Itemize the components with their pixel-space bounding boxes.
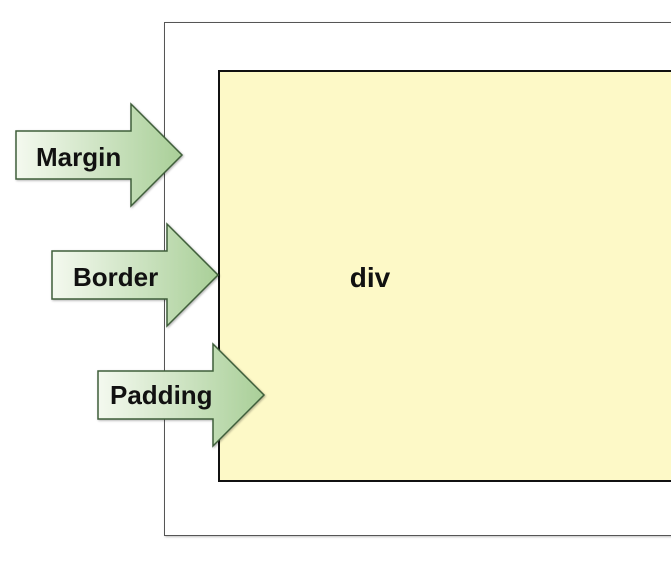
div-label: div	[349, 262, 391, 293]
padding-arrow-label: Padding	[110, 380, 213, 410]
padding-arrow: Padding	[97, 342, 268, 450]
border-arrow-label: Border	[73, 262, 158, 292]
border-arrow: Border	[51, 222, 222, 330]
margin-arrow-label: Margin	[36, 142, 121, 172]
div-element-box: div	[218, 70, 671, 482]
margin-arrow: Margin	[15, 102, 186, 210]
